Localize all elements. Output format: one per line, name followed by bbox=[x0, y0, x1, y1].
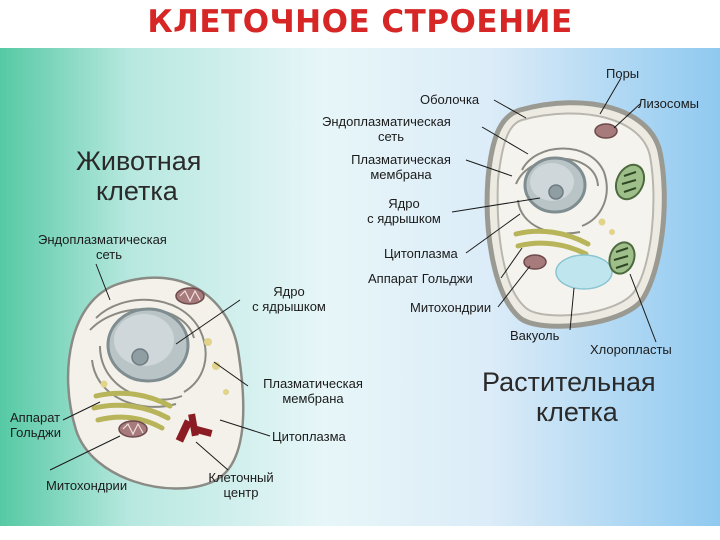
plant-cell bbox=[484, 100, 667, 329]
animal-mitochondrion bbox=[175, 287, 205, 305]
animal-nucleolus bbox=[131, 348, 149, 366]
label-line: Эндоплазматическая bbox=[38, 232, 167, 247]
plant-heading-line2: клетка bbox=[536, 397, 618, 427]
label-plant-golgi: Аппарат Гольджи bbox=[368, 271, 473, 286]
label-animal-membrane: Плазматическая мембрана bbox=[248, 376, 378, 406]
label-line: мембрана bbox=[282, 391, 344, 406]
plant-nucleolus bbox=[548, 184, 564, 200]
label-line: сеть bbox=[378, 129, 405, 144]
plant-lysosome bbox=[594, 123, 618, 139]
label-line: Аппарат bbox=[10, 410, 61, 425]
label-animal-golgi: Аппарат Гольджи bbox=[10, 410, 61, 440]
animal-cell bbox=[66, 276, 245, 490]
page-title: КЛЕТОЧНОЕ СТРОЕНИЕ bbox=[147, 4, 573, 40]
label-line: Ядро bbox=[273, 284, 305, 299]
label-line: с ядрышком bbox=[367, 211, 441, 226]
plant-vacuole bbox=[555, 254, 613, 290]
label-line: мембрана bbox=[370, 167, 432, 182]
plant-chloroplast bbox=[608, 241, 636, 275]
label-line: сеть bbox=[96, 247, 123, 262]
label-line: с ядрышком bbox=[252, 299, 326, 314]
label-plant-chloroplasts: Хлоропласты bbox=[590, 342, 672, 357]
label-animal-centrosome: Клеточный центр bbox=[196, 470, 286, 500]
plant-chloroplast bbox=[614, 163, 646, 201]
label-line: Гольджи bbox=[10, 425, 62, 440]
plant-cell-heading: Растительная клетка bbox=[482, 367, 656, 427]
label-line: Эндоплазматическая bbox=[322, 114, 451, 129]
animal-heading-line1: Животная bbox=[76, 146, 202, 176]
label-plant-cytoplasm: Цитоплазма bbox=[384, 246, 458, 261]
label-plant-er: Эндоплазматическая сеть bbox=[322, 114, 451, 144]
animal-golgi bbox=[91, 390, 173, 431]
leader-lines bbox=[49, 77, 657, 471]
animal-cell-heading: Животная клетка bbox=[76, 146, 201, 206]
plant-heading-line1: Растительная bbox=[482, 367, 656, 397]
label-line: Плазматическая bbox=[351, 152, 451, 167]
animal-centrosome bbox=[175, 413, 213, 443]
label-plant-membrane: Плазматическая мембрана bbox=[336, 152, 466, 182]
label-line: центр bbox=[223, 485, 259, 500]
label-line: Клеточный bbox=[208, 470, 274, 485]
label-animal-er: Эндоплазматическая сеть bbox=[38, 232, 167, 262]
label-animal-mitochondria: Митохондрии bbox=[46, 478, 128, 493]
label-animal-cytoplasm: Цитоплазма bbox=[272, 429, 346, 444]
label-line: Ядро bbox=[388, 196, 420, 211]
label-plant-lysosomes: Лизосомы bbox=[638, 96, 699, 111]
plant-mitochondrion bbox=[523, 254, 547, 270]
label-plant-wall: Оболочка bbox=[420, 92, 480, 107]
plant-golgi bbox=[513, 228, 591, 257]
label-plant-nucleus: Ядро с ядрышком bbox=[354, 196, 454, 226]
label-plant-pores: Поры bbox=[606, 66, 640, 81]
label-plant-mitochondria: Митохондрии bbox=[410, 300, 492, 315]
label-animal-nucleus: Ядро с ядрышком bbox=[240, 284, 338, 314]
label-line: Плазматическая bbox=[263, 376, 363, 391]
animal-mitochondrion bbox=[118, 420, 148, 438]
label-plant-vacuole: Вакуоль bbox=[510, 328, 560, 343]
animal-heading-line2: клетка bbox=[96, 176, 178, 206]
